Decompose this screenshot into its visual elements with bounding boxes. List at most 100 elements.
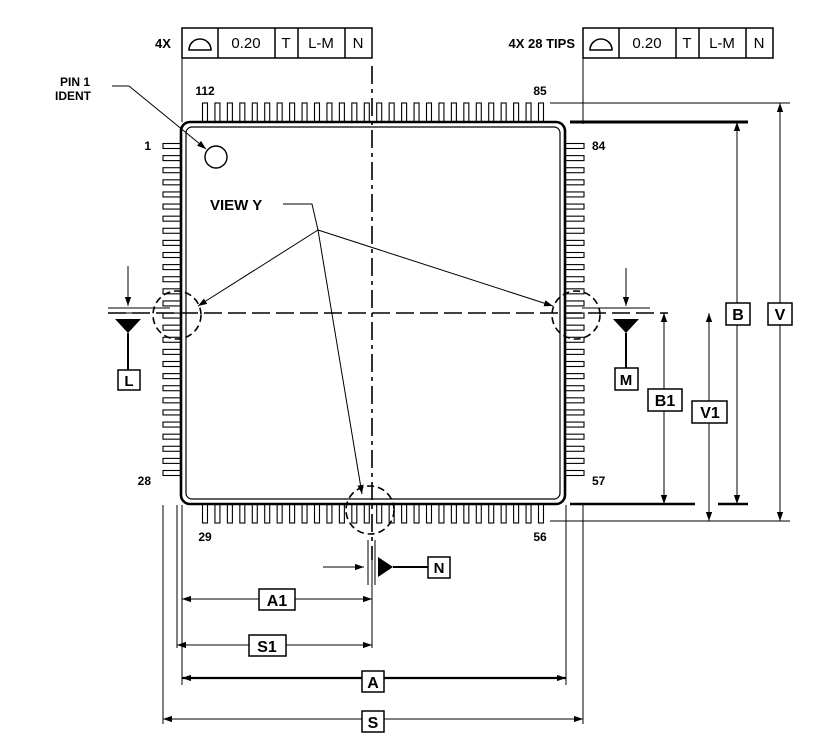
lead-bottom (475, 502, 482, 524)
lead-top (201, 102, 209, 124)
view-y-circle-right (551, 290, 601, 340)
datum-n-symbol: N (323, 540, 451, 585)
lead-top (376, 102, 383, 124)
feature-frame-left: 4X 0.20 T L-M N (155, 27, 373, 59)
lead-right (563, 227, 585, 234)
view-y-circle-left (152, 290, 202, 340)
lead-top (363, 102, 370, 124)
dimension-a1: A1 (182, 588, 372, 611)
dimension-s1-label: S1 (257, 639, 277, 656)
lead-top (425, 102, 433, 124)
frame-right-datum-n: N (754, 35, 765, 52)
lead-top (251, 102, 258, 124)
lead-bottom (301, 502, 308, 524)
lead-top (388, 102, 395, 124)
dimension-v1: V1 (691, 313, 728, 521)
lead-bottom (289, 502, 296, 524)
lead-top (413, 102, 420, 124)
pin-number-57: 57 (592, 474, 606, 488)
lead-right (563, 142, 585, 150)
lead-right (563, 167, 585, 174)
lead-right (563, 203, 585, 210)
frame-right-tolerance: 0.20 (632, 35, 661, 52)
pins-top-row (201, 102, 545, 124)
lead-bottom (488, 502, 495, 524)
dimension-v: V (767, 103, 793, 521)
lead-top (301, 102, 308, 124)
lead-bottom (214, 502, 221, 524)
lead-right (563, 469, 585, 477)
lead-top (338, 102, 345, 124)
lead-bottom (450, 502, 457, 524)
lead-top (438, 102, 445, 124)
lead-top (500, 102, 507, 124)
lead-bottom (525, 502, 532, 524)
dimension-b: B (725, 122, 751, 504)
lead-bottom (513, 502, 520, 524)
frame-left-tolerance: 0.20 (231, 35, 260, 52)
dimension-b1: B1 (647, 313, 683, 504)
dimension-v-label: V (775, 307, 786, 324)
lead-bottom (376, 502, 383, 524)
lead-right (563, 348, 585, 355)
lead-top (226, 102, 233, 124)
pins-right-column (563, 142, 585, 477)
lead-bottom (264, 502, 271, 524)
view-y-leader-stem (283, 203, 319, 231)
lead-top (326, 102, 333, 124)
lead-right (563, 191, 585, 198)
lead-top (401, 102, 408, 124)
lead-top (463, 102, 470, 124)
lead-top (450, 102, 457, 124)
lead-bottom (251, 502, 258, 524)
pin1-label-line1: PIN 1 (60, 75, 90, 89)
lead-top (239, 102, 246, 124)
pin1-label-line2: IDENT (55, 89, 92, 103)
lead-top (264, 102, 271, 124)
dimension-v1-label: V1 (700, 405, 720, 422)
lead-top (351, 102, 358, 124)
profile-of-surface-icon (188, 38, 212, 51)
pin-number-85: 85 (533, 84, 547, 98)
lead-top (214, 102, 221, 124)
lead-bottom (401, 502, 408, 524)
dimension-s: S (163, 710, 583, 733)
lead-bottom (351, 502, 358, 524)
lead-right (563, 324, 585, 331)
lead-right (563, 239, 585, 246)
view-y-circle-bottom (345, 485, 395, 535)
lead-right (563, 409, 585, 416)
lead-bottom (326, 502, 333, 524)
datum-m-symbol: M (613, 268, 639, 391)
lead-top (313, 102, 321, 124)
datum-l-label: L (124, 373, 133, 390)
lead-bottom (463, 502, 470, 524)
lead-right (563, 433, 585, 440)
lead-bottom (201, 502, 209, 524)
lead-right (563, 276, 585, 283)
lead-bottom (226, 502, 233, 524)
pins-bottom-row (201, 502, 545, 524)
dimension-b1-label: B1 (655, 393, 676, 410)
pin-number-1: 1 (144, 139, 151, 153)
dimension-b-label: B (732, 307, 744, 324)
lead-right (563, 251, 585, 259)
pin-number-84: 84 (592, 139, 606, 153)
lead-right (563, 264, 585, 271)
lead-right (563, 360, 585, 368)
frame-left-datum-t: T (281, 35, 290, 52)
frame-left-prefix: 4X (155, 36, 171, 51)
dimension-a-label: A (367, 675, 379, 692)
frame-right-prefix: 4X 28 TIPS (509, 36, 576, 51)
lead-top (525, 102, 532, 124)
lead-right (563, 215, 585, 222)
pin1-ident-dot (204, 145, 228, 169)
lead-right (563, 457, 585, 464)
frame-left-datum-n: N (353, 35, 364, 52)
lead-right (563, 179, 585, 186)
lead-bottom (425, 502, 433, 524)
lead-top (475, 102, 482, 124)
lead-bottom (313, 502, 321, 524)
lead-top (537, 102, 545, 124)
